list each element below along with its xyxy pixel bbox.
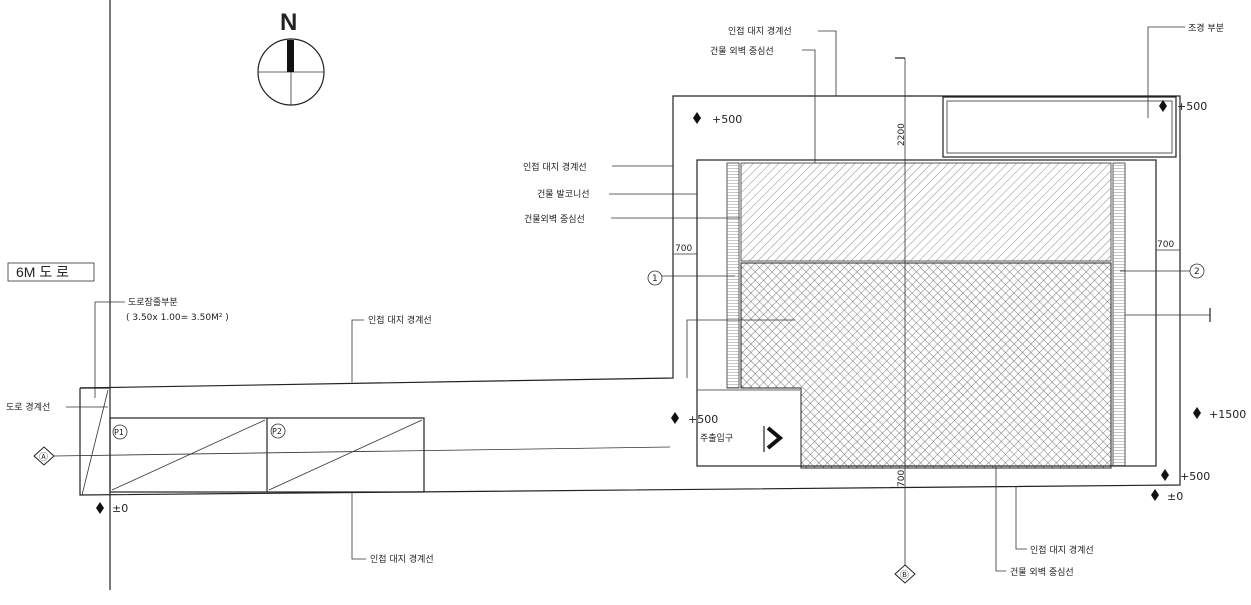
road-label-box: 6M 도 로 [7, 262, 95, 282]
svg-text:Ⓑ: Ⓑ [900, 570, 909, 581]
main-entrance-arrow [763, 426, 784, 452]
svg-text:±0: ±0 [1167, 490, 1183, 503]
svg-text:+500: +500 [688, 413, 718, 426]
svg-text:+500: +500 [1177, 100, 1207, 113]
svg-text:1: 1 [652, 274, 658, 284]
grid-marker-a: Ⓐ [33, 446, 671, 466]
road-corner-formula: ( 3.50x 1.00= 3.50M² ) [126, 313, 229, 323]
level-marker: +500 [671, 412, 718, 426]
road-corner-note: 도로잠줄부분 ( 3.50x 1.00= 3.50M² ) [94, 297, 229, 398]
label-left-balcony: 건물 발코니선 [537, 189, 590, 200]
upper-hatch-area [740, 162, 1112, 262]
svg-text:+1500: +1500 [1209, 408, 1246, 421]
label-bottom-neighbor: 인접 대지 경계선 [370, 553, 434, 565]
parking-p2-label: P2 [272, 427, 282, 436]
landscape-box [942, 96, 1177, 158]
label-left-wall: 건물외벽 중심선 [524, 213, 585, 225]
level-marker: +500 [1159, 100, 1207, 113]
grid-marker-1 [647, 270, 663, 286]
level-marker: +500 [1161, 469, 1210, 483]
north-label: N [280, 9, 297, 36]
site-boundary-top [79, 95, 1181, 389]
label-mid-neighbor: 인접 대지 경계선 [368, 314, 432, 326]
label-top-wall: 건물 외벽 중심선 [710, 45, 774, 57]
right-wall-strip [1112, 162, 1126, 467]
road-corner-diagonal [81, 389, 109, 496]
svg-text:+500: +500 [1180, 470, 1210, 483]
dim-left-700: 700 [675, 244, 692, 254]
label-bottom-wall: 건물 외벽 중심선 [1010, 566, 1074, 578]
svg-text:+500: +500 [712, 113, 742, 126]
parking-p1-label: P1 [114, 428, 124, 437]
main-building-footprint [740, 262, 1112, 469]
left-wall-strip [726, 162, 740, 389]
dim-right-700: 700 [1157, 240, 1174, 250]
road-label: 6M 도 로 [16, 264, 69, 280]
level-marker: +500 [693, 112, 742, 126]
dim-bottom: 700 [897, 470, 907, 487]
parking-area: P1 P2 [109, 417, 425, 493]
label-landscape: 조경 부분 [1188, 22, 1224, 34]
site-boundary-bottom [79, 156, 1181, 496]
svg-text:2: 2 [1194, 267, 1200, 277]
grid-marker-b: Ⓑ [894, 564, 916, 584]
svg-text:Ⓐ: Ⓐ [39, 452, 48, 463]
level-marker: ±0 [96, 502, 128, 515]
main-entrance-label: 주출입구 [700, 432, 733, 444]
svg-text:±0: ±0 [112, 502, 128, 515]
level-marker: +1500 [1193, 407, 1246, 421]
label-left-neighbor: 인접 대지 경계선 [523, 161, 587, 173]
level-marker: ±0 [1151, 489, 1183, 503]
road-corner-title: 도로잠줄부분 [128, 297, 178, 308]
label-top-neighbor: 인접 대지 경계선 [728, 25, 792, 37]
north-arrow: N [257, 9, 325, 106]
label-road-boundary: 도로 경계선 [6, 401, 50, 413]
label-bottom-right-neighbor: 인접 대지 경계선 [1030, 544, 1094, 556]
dim-top: 2200 [897, 123, 907, 146]
